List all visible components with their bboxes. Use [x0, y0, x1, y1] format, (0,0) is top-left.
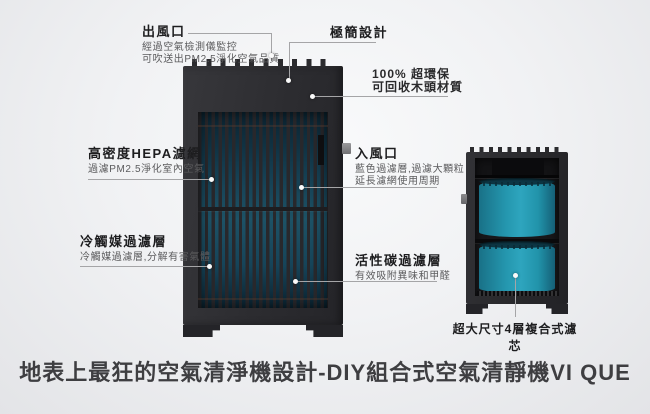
connector-line — [88, 179, 212, 180]
connector-dot — [286, 78, 291, 83]
connector-dot — [513, 273, 518, 278]
connector-dot — [293, 279, 298, 284]
connector-line — [289, 42, 290, 80]
base-rib-band — [477, 291, 557, 296]
cylinder-serration — [483, 245, 551, 249]
cutaway-left-leg — [466, 304, 488, 314]
callout-activated-carbon: 活性碳過濾層 有效吸附異味和甲醛 — [355, 253, 450, 283]
callout-subtext: 過濾PM2.5淨化室內空氣 — [88, 164, 205, 175]
callout-air-outlet: 出風口 經過空氣檢測儀監控 可吹送出PM2.5淨化空氣品質 — [142, 24, 280, 65]
connector-line — [302, 187, 437, 188]
callout-heading: 100% 超環保 — [372, 67, 451, 81]
main-right-leg — [306, 325, 343, 337]
grille-rail-top — [198, 125, 328, 127]
cutaway-right-leg — [546, 304, 568, 314]
cylinder-rim — [479, 241, 555, 248]
connector-line — [313, 96, 448, 97]
callout-heading: 極簡設計 — [330, 25, 389, 40]
grille-handle-slot — [318, 135, 324, 165]
main-side-knob — [342, 143, 351, 154]
cutaway-side-knob — [461, 194, 467, 204]
callout-subtext: 冷觸媒過濾層,分解有害氣體 — [80, 252, 211, 263]
connector-dot — [299, 185, 304, 190]
cylinder-serration — [483, 182, 551, 186]
callout-subtext: 延長濾網使用周期 — [355, 175, 440, 187]
callout-eco-material: 100% 超環保 可回收木頭材質 — [372, 68, 463, 94]
cutaway-body — [466, 152, 568, 304]
connector-dot — [269, 53, 274, 58]
callout-heading: 出風口 — [142, 24, 186, 39]
main-top-vent-teeth — [192, 59, 335, 66]
callout-subtext: 經過空氣檢測儀監控 — [142, 42, 238, 53]
connector-dot — [209, 177, 214, 182]
callout-air-inlet: 入風口 藍色過濾層,過濾大顆粒 延長濾網使用周期 — [355, 146, 464, 187]
callout-heading: 冷觸媒過濾層 — [80, 234, 168, 249]
filter-cylinder-bottom — [479, 241, 555, 293]
connector-line — [296, 281, 437, 282]
connector-line — [80, 266, 210, 267]
fan-housing — [492, 158, 544, 175]
grille-rail-bottom — [198, 298, 328, 300]
callout-subtext: 藍色過濾層,過濾大顆粒 — [355, 164, 465, 175]
connector-dot — [207, 264, 212, 269]
callout-heading: 可回收木頭材質 — [372, 80, 464, 94]
connector-line — [188, 33, 272, 34]
callout-heading: 入風口 — [355, 146, 399, 161]
cylinder-rim — [479, 178, 555, 185]
callout-heading: 活性碳過濾層 — [355, 253, 443, 268]
connector-dot — [310, 94, 315, 99]
filter-cylinder-top — [479, 178, 555, 237]
callout-hepa-filter: 高密度HEPA濾網 過濾PM2.5淨化室內空氣 — [88, 146, 205, 176]
callout-heading: 高密度HEPA濾網 — [88, 146, 202, 161]
connector-line — [289, 42, 376, 43]
callout-subtext: 有效吸附異味和甲醛 — [355, 271, 451, 282]
connector-line — [271, 33, 272, 55]
connector-line — [515, 277, 516, 317]
grille-middle-bar — [198, 207, 328, 211]
cutaway-top-vent-teeth — [470, 147, 564, 153]
page-title: 地表上最狂的空氣清淨機設計-DIY組合式空氣清靜機VI QUE — [19, 360, 631, 385]
callout-minimal-design: 極簡設計 — [330, 25, 388, 40]
main-left-leg — [183, 325, 220, 337]
callout-cold-catalyst: 冷觸媒過濾層 冷觸媒過濾層,分解有害氣體 — [80, 234, 211, 264]
main-purifier-body — [183, 66, 343, 325]
main-front-grille — [198, 112, 328, 308]
callout-subtext: 可吹送出PM2.5淨化空氣品質 — [142, 53, 280, 65]
interior-shelf — [475, 175, 559, 178]
callout-filter-core: 超大尺寸4層複合式濾芯 — [452, 322, 578, 353]
